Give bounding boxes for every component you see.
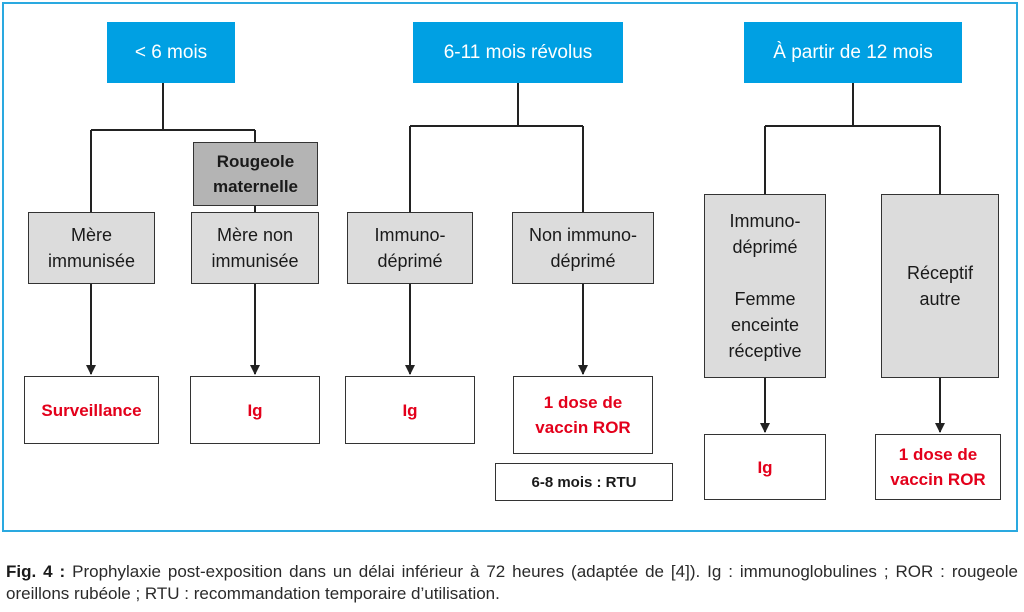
age-group-under-6-months: < 6 mois [107, 22, 235, 83]
node-rougeole-maternelle: Rougeole maternelle [193, 142, 318, 206]
note-rtu: 6-8 mois : RTU [495, 463, 673, 501]
figure-caption: Fig. 4 : Prophylaxie post-exposition dan… [6, 561, 1018, 605]
connector-lines [86, 83, 945, 433]
age-group-6-11-months: 6-11 mois révolus [413, 22, 623, 83]
result-surveillance: Surveillance [24, 376, 159, 444]
node-receptif-autre: Réceptif autre [881, 194, 999, 378]
result-ig-mere-non-immunisee: Ig [190, 376, 320, 444]
caption-label: Fig. 4 : [6, 562, 66, 581]
diagram-frame [2, 2, 1018, 532]
node-immunodeprime-6-11: Immuno- déprimé [347, 212, 473, 284]
age-group-from-12-months: À partir de 12 mois [744, 22, 962, 83]
result-vaccin-receptif-autre: 1 dose de vaccin ROR [875, 434, 1001, 500]
node-immunodeprime-femme-enceinte: Immuno- déprimé Femme enceinte réceptive [704, 194, 826, 378]
node-mere-non-immunisee: Mère non immunisée [191, 212, 319, 284]
node-non-immunodeprime: Non immuno- déprimé [512, 212, 654, 284]
result-vaccin-non-immunodeprime: 1 dose de vaccin ROR [513, 376, 653, 454]
caption-text: Prophylaxie post-exposition dans un déla… [6, 562, 1018, 603]
result-ig-immunodeprime-6-11: Ig [345, 376, 475, 444]
result-ig-immunodeprime-12: Ig [704, 434, 826, 500]
node-mere-immunisee: Mère immunisée [28, 212, 155, 284]
